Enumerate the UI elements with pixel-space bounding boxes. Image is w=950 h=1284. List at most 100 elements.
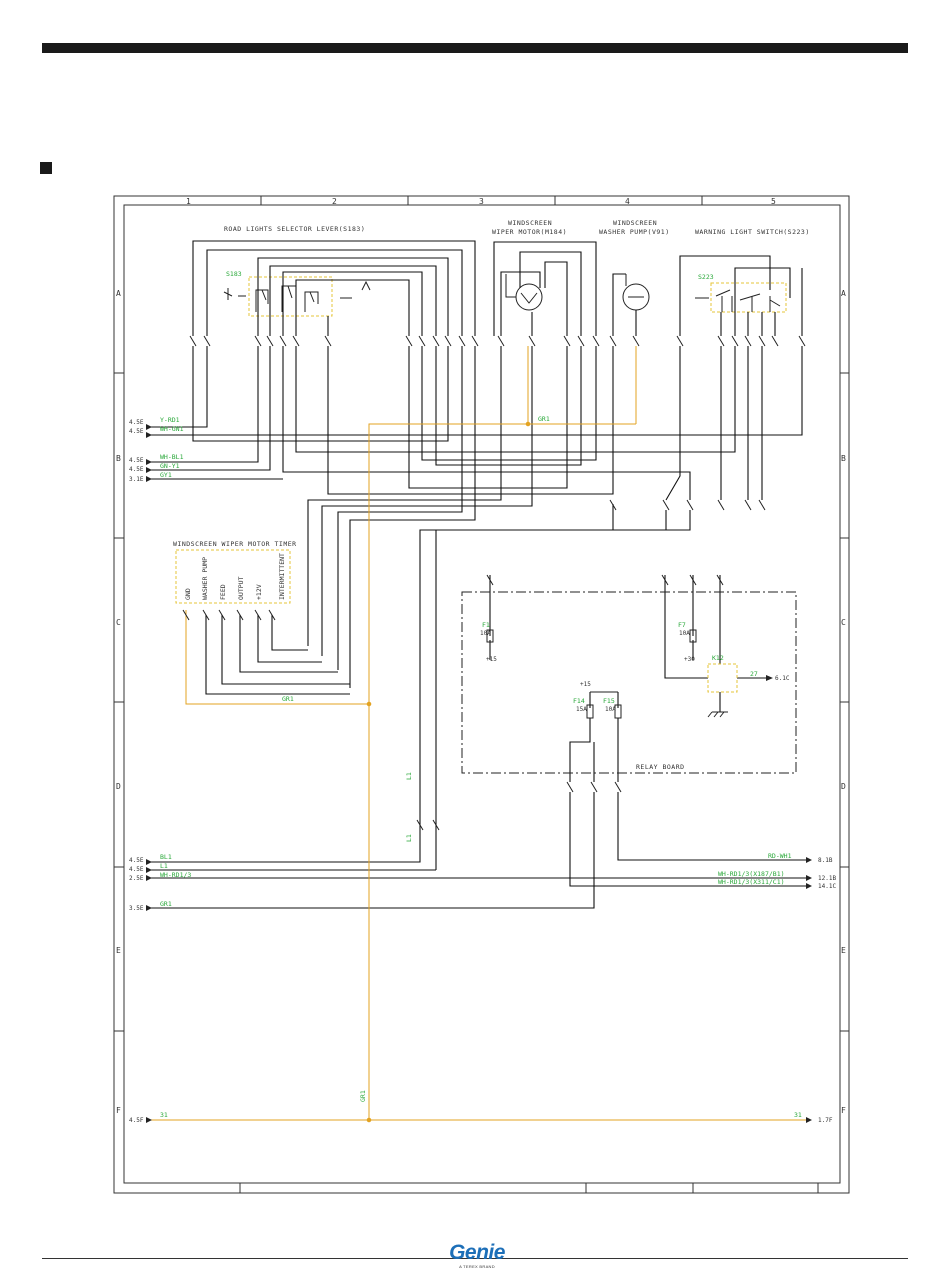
- fuse-f1-body: [486, 629, 494, 643]
- header-bar: [42, 43, 908, 53]
- timer-pin-washer: WASHER PUMP: [201, 557, 209, 600]
- arrow-icon: [146, 1117, 152, 1123]
- timer-pin-labels: GND WASHER PUMP FEED OUTPUT +12V INTERMI…: [184, 553, 286, 600]
- left-wire-1: Y-RD1: [160, 416, 180, 424]
- section-marker-icon: [40, 162, 52, 174]
- grid-col-2: 2: [332, 197, 337, 206]
- left-wire-labels: Y-RD1 WH-GN1 WH-BL1 GN-Y1 GY1 BL1 L1 WH-…: [160, 416, 191, 908]
- ground-symbol-icon: [707, 711, 728, 718]
- arrow-icon: [806, 857, 812, 863]
- timer-pin-12v: +12V: [255, 584, 263, 600]
- arrow-icon: [806, 883, 812, 889]
- grid-row-a-right: A: [841, 289, 846, 298]
- relay-k12: [707, 663, 738, 693]
- left-ref-1: 4.5E: [129, 419, 144, 426]
- washer-pump-title-2: WASHER PUMP(V91): [599, 228, 670, 236]
- logo-brand: Genie: [449, 1241, 505, 1264]
- right-wire-2: WH-RD1/3(X187/B1): [718, 870, 785, 878]
- right-ref-2: 12.1B: [818, 875, 836, 882]
- relay-k12-label: K12: [712, 654, 724, 662]
- logo-tagline: A TEREX BRAND: [459, 1264, 495, 1269]
- mid-wire-label-2: GR1: [282, 695, 294, 703]
- left-ref-10: 4.5F: [129, 1117, 144, 1124]
- right-ref-4: 1.7F: [818, 1117, 833, 1124]
- left-ref-8: 2.5E: [129, 875, 144, 882]
- fuse-f15-id: F15: [603, 697, 615, 705]
- drawing-frame: [113, 195, 850, 1194]
- arrow-icon: [146, 476, 152, 482]
- arrow-icon: [146, 459, 152, 465]
- grid-row-e-right: E: [841, 946, 846, 955]
- left-ref-4: 4.5E: [129, 466, 144, 473]
- arrow-icon: [146, 467, 152, 473]
- grid-row-b-right: B: [841, 454, 846, 463]
- left-ref-2: 4.5E: [129, 428, 144, 435]
- black-wiring: [150, 240, 806, 909]
- timer-pin-feed: FEED: [219, 584, 227, 600]
- wiper-motor-title-2: WIPER MOTOR(M184): [492, 228, 567, 236]
- arrow-icon: [146, 875, 152, 881]
- left-ref-9: 3.5E: [129, 905, 144, 912]
- grid-row-c-right: C: [841, 618, 846, 627]
- grid-col-3: 3: [479, 197, 484, 206]
- footer-rule: [42, 1258, 908, 1259]
- ground-left-num: 31: [160, 1111, 168, 1119]
- ground-right-num: 31: [794, 1111, 802, 1119]
- timer-pin-intermittent: INTERMITTENT: [278, 553, 286, 600]
- warning-switch-s223: S223: [695, 273, 787, 313]
- fuse-f7-rating: 10A: [679, 630, 690, 637]
- right-ref-1: 8.1B: [818, 857, 833, 864]
- grid-row-a-left: A: [116, 289, 121, 298]
- arrow-icon: [806, 875, 812, 881]
- grid-row-f-left: F: [116, 1106, 121, 1115]
- warning-switch-title: WARNING LIGHT SWITCH(S223): [695, 228, 810, 236]
- grid-col-1: 1: [186, 197, 191, 206]
- left-wire-3: WH-BL1: [160, 453, 184, 461]
- grid-row-e-left: E: [116, 946, 121, 955]
- wiper-motor-m184: [505, 274, 543, 311]
- fuse-f14-id: F14: [573, 697, 585, 705]
- grid-row-d-left: D: [116, 782, 121, 791]
- grid-row-c-left: C: [116, 618, 121, 627]
- left-wire-9: GR1: [160, 900, 172, 908]
- grid-col-5: 5: [771, 197, 776, 206]
- arrow-icon: [146, 432, 152, 438]
- grid-labels: 1 2 3 4 5 A B C D E F A B C D E F: [116, 197, 846, 1115]
- left-ref-3: 4.5E: [129, 457, 144, 464]
- left-ref-7: 4.5E: [129, 866, 144, 873]
- fuse-f15-body: [614, 704, 622, 719]
- left-wire-2: WH-GN1: [160, 425, 184, 433]
- left-refs: 4.5E 4.5E 4.5E 4.5E 3.1E 4.5E 4.5E 2.5E …: [129, 419, 144, 1124]
- genie-logo: Genie A TEREX BRAND: [442, 1242, 512, 1272]
- left-ref-5: 3.1E: [129, 476, 144, 483]
- left-wire-5: GY1: [160, 471, 172, 479]
- grid-row-d-right: D: [841, 782, 846, 791]
- arrow-icon: [146, 867, 152, 873]
- ground-wiring: [150, 346, 806, 1123]
- fuse-f7-id: F7: [678, 621, 686, 629]
- fuse-f1-id: F1: [482, 621, 490, 629]
- s183-dashed-box: [248, 276, 333, 317]
- relay-board-box: [461, 591, 797, 774]
- arrow-icon: [146, 859, 152, 865]
- left-wire-4: GN-Y1: [160, 462, 180, 470]
- connector-arrows: [146, 424, 812, 1123]
- relay-output-arrow-icon: [766, 675, 773, 681]
- s183-tag: S183: [226, 270, 242, 278]
- wiper-timer-title: WINDSCREEN WIPER MOTOR TIMER: [173, 540, 297, 548]
- left-ref-6: 4.5E: [129, 857, 144, 864]
- left-wire-7: L1: [160, 862, 168, 870]
- fuse-f1: F1 10A +15: [480, 621, 497, 663]
- right-wire-labels: RD-WH1 WH-RD1/3(X187/B1) WH-RD1/3(X311/C…: [718, 852, 836, 1124]
- fuse-f1-rating: 10A: [480, 630, 491, 637]
- fuse-f14: F14 15A +15: [573, 681, 594, 719]
- relay-output-num: 27: [750, 670, 758, 678]
- arrow-icon: [806, 1117, 812, 1123]
- timer-pin-output: OUTPUT: [237, 576, 245, 600]
- wiper-timer-box: [175, 549, 291, 604]
- washer-pump-v91: [622, 274, 650, 311]
- timer-pin-gnd: GND: [184, 588, 192, 600]
- arrow-icon: [146, 905, 152, 911]
- relay-output-ref: 6.1C: [775, 675, 790, 682]
